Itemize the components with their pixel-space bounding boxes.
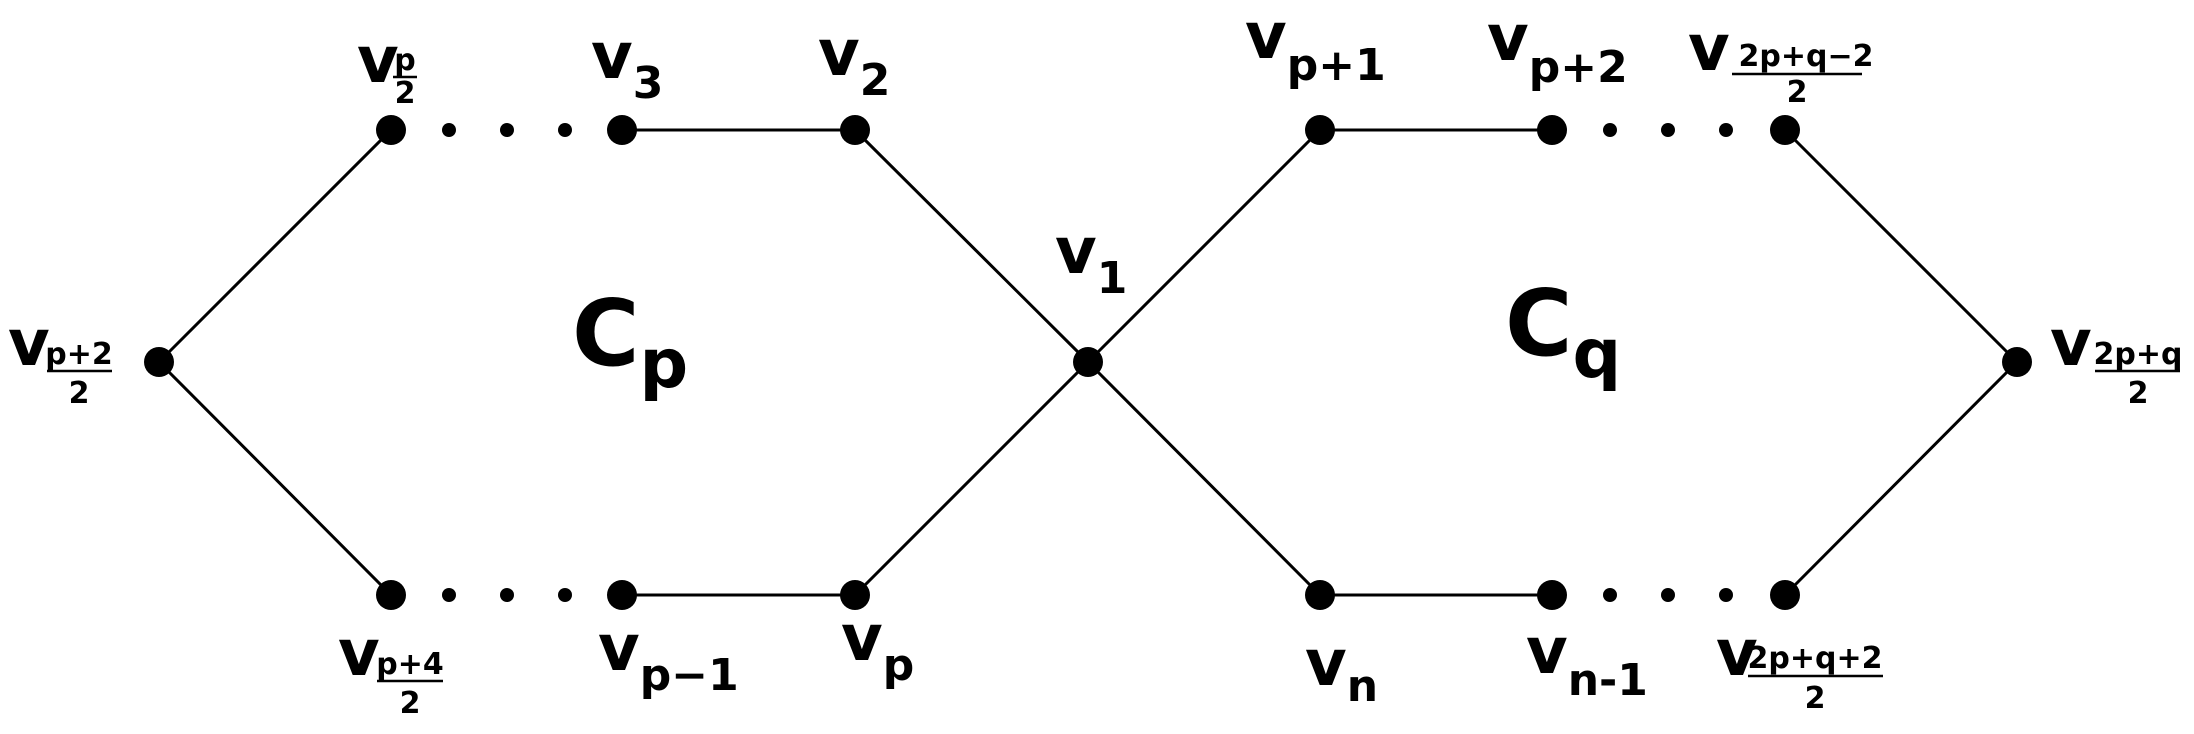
edges (157, 128, 2019, 597)
vertex-v1 (1073, 347, 1103, 377)
label-v1: v1 (1055, 215, 1127, 304)
ellipsis-dot (558, 588, 572, 602)
svg-text:v: v (8, 307, 50, 381)
svg-text:2: 2 (69, 376, 90, 411)
svg-text:2: 2 (395, 76, 416, 111)
vertex-v3 (607, 115, 637, 145)
ellipsis-dot (1603, 588, 1617, 602)
svg-text:2: 2 (1805, 681, 1826, 716)
vertex-vp (840, 580, 870, 610)
svg-text:v: v (357, 24, 399, 98)
svg-text:2p+q+2: 2p+q+2 (1748, 641, 1883, 676)
vertex-vn1 (1537, 580, 1567, 610)
svg-text:p: p (394, 43, 415, 78)
label-vq: v 2p+q 2 (2050, 307, 2182, 411)
ellipsis-dot (1719, 588, 1733, 602)
svg-text:p+4: p+4 (376, 647, 444, 682)
ellipsis-dot (1661, 123, 1675, 137)
vertex-vp2 (376, 115, 406, 145)
svg-text:2: 2 (1787, 75, 1808, 110)
label-vp42: v p+4 2 (338, 617, 444, 721)
svg-text:p+2: p+2 (45, 337, 113, 372)
edge-vp22-vp42 (157, 360, 393, 597)
vertex-vpm1 (607, 580, 637, 610)
svg-text:v: v (1688, 12, 1730, 86)
edge-v1-vp1 (1086, 128, 1322, 364)
label-vp1: vp+1 (1245, 0, 1386, 91)
label-vq2p: v 2p+q+2 2 (1716, 617, 1883, 716)
label-vp2b: vp+2 (1487, 2, 1628, 93)
label-vn: vn (1305, 627, 1378, 712)
ellipsis-dots (442, 123, 1733, 602)
ellipsis-dot (442, 588, 456, 602)
label-vp: vp (841, 602, 914, 691)
svg-text:v: v (2050, 307, 2092, 381)
vertex-v2 (840, 115, 870, 145)
vertex-vq (2002, 347, 2032, 377)
edge-vp2-vp22 (157, 128, 393, 364)
ellipsis-dot (1719, 123, 1733, 137)
ellipsis-dot (500, 588, 514, 602)
vertex-vp2b (1537, 115, 1567, 145)
edge-vp-v1 (853, 360, 1090, 597)
ellipsis-dot (1661, 588, 1675, 602)
edge-v1-v2 (853, 128, 1090, 364)
vertex-vq2p (1770, 580, 1800, 610)
ellipsis-dot (500, 123, 514, 137)
label-vp22: v p+2 2 (8, 307, 113, 411)
edge-vq2m-vq (1783, 128, 2019, 364)
vertex-vq2m (1770, 115, 1800, 145)
cycle-label-cp: Cp (572, 280, 688, 404)
label-vpm1: vp−1 (598, 612, 739, 701)
vertex-vn (1305, 580, 1335, 610)
edge-vn-v1 (1086, 360, 1322, 597)
label-vn1: vn-1 (1526, 615, 1648, 706)
svg-text:2: 2 (400, 686, 421, 721)
cycle-label-cq: Cq (1505, 270, 1621, 394)
label-v2: v2 (818, 17, 890, 106)
ellipsis-dot (442, 123, 456, 137)
svg-text:2p+q: 2p+q (2094, 337, 2183, 372)
svg-text:v: v (338, 617, 380, 691)
vertex-vp1 (1305, 115, 1335, 145)
vertex-vp42 (376, 580, 406, 610)
vertex-dots (144, 115, 2032, 610)
label-vq2m: v 2p+q−2 2 (1688, 12, 1873, 110)
label-vp2: v p 2 (357, 24, 417, 111)
svg-text:v: v (1716, 617, 1758, 691)
label-v3: v3 (591, 20, 663, 109)
ellipsis-dot (1603, 123, 1617, 137)
svg-text:2: 2 (2128, 376, 2149, 411)
svg-text:2p+q−2: 2p+q−2 (1739, 39, 1874, 74)
vertex-vp22 (144, 347, 174, 377)
ellipsis-dot (558, 123, 572, 137)
edge-vq-vq2p (1783, 360, 2019, 597)
